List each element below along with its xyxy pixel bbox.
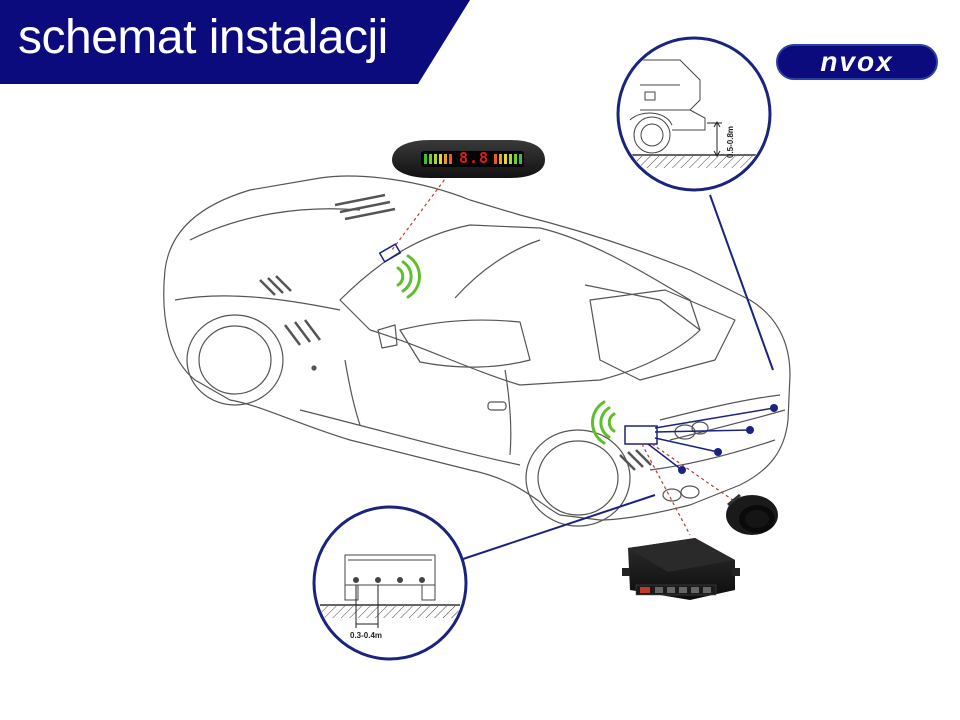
header-banner: schemat instalacji bbox=[0, 0, 470, 84]
display-cable bbox=[391, 174, 449, 251]
car-outline bbox=[163, 175, 791, 527]
rear-sensors bbox=[678, 404, 778, 474]
page-title: schemat instalacji bbox=[18, 11, 388, 64]
rear-height-label: 0.5-0.8m bbox=[726, 125, 735, 158]
sensor-spacing-label: 0.3-0.4m bbox=[350, 631, 383, 640]
display-mount bbox=[378, 243, 402, 263]
banner-shape bbox=[0, 0, 470, 84]
box-cable bbox=[641, 443, 691, 536]
control-box bbox=[622, 538, 740, 600]
brand-logo: nvox bbox=[776, 44, 938, 80]
sensor-spacing-callout bbox=[312, 505, 468, 661]
rear-height-callout bbox=[616, 36, 772, 192]
sensor-wiring bbox=[624, 407, 775, 471]
logo-badge bbox=[776, 44, 938, 80]
display-readout: 8.8 bbox=[458, 149, 490, 167]
parking-sensor bbox=[726, 493, 778, 535]
brand-name: nvox bbox=[820, 46, 894, 77]
distance-bars-left bbox=[424, 154, 452, 164]
wifi-waves-icon bbox=[591, 400, 616, 445]
wifi-waves-icon bbox=[396, 254, 421, 299]
bottom-callout-pointer bbox=[459, 494, 656, 561]
parking-display bbox=[392, 140, 545, 178]
distance-bars-right bbox=[494, 154, 522, 164]
rear-callout-pointer bbox=[709, 194, 774, 371]
